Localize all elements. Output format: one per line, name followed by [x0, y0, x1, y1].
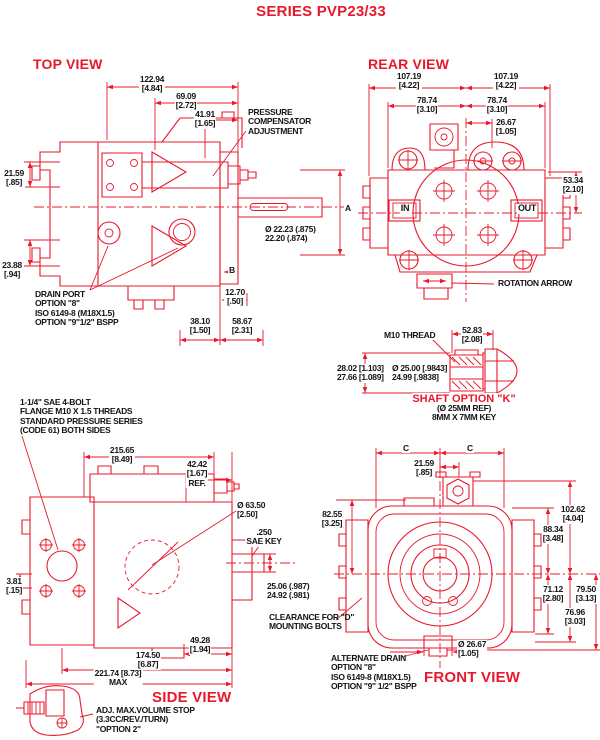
side-view-heading: SIDE VIEW	[152, 689, 232, 706]
front-view-heading: FRONT VIEW	[424, 669, 521, 686]
dim-12-70: 12.70 [.50]	[224, 287, 246, 307]
dim-78-74-left: 78.74 [3.10]	[415, 95, 439, 115]
note-m10-thread: M10 THREAD	[383, 330, 437, 341]
rear-view-drawing	[358, 84, 582, 302]
dim-71-12: 71.12 [2.80]	[541, 584, 565, 604]
dim-122-94: 122.94 [4.84]	[138, 74, 166, 94]
top-view-drawing	[24, 82, 346, 346]
note-alternate-drain: ALTERNATE DRAIN OPTION "8" ISO 6149-8 (M…	[331, 653, 417, 692]
dim-78-74-right: 78.74 [3.10]	[485, 95, 509, 115]
top-view-heading: TOP VIEW	[33, 56, 103, 72]
dim-107-19-right: 107.19 [4.22]	[492, 71, 520, 91]
dim-215-65: 215.65 [8.49]	[108, 445, 136, 465]
dim-102-62: 102.62 [4.04]	[559, 504, 587, 524]
dim-221-74-max: 221.74 [8.73] MAX	[93, 668, 143, 688]
dim-21-59-front: 21.59 [.85]	[413, 458, 435, 478]
note-drain-port: DRAIN PORT OPTION "8" ISO 6149-8 (M18X1.…	[35, 289, 119, 328]
dim-23-88: 23.88 [.94]	[1, 260, 23, 280]
note-25mm-ref: (Ø 25MM REF)	[435, 403, 493, 414]
dim-3-81: 3.81 [.15]	[5, 576, 23, 596]
note-rotation-arrow: ROTATION ARROW	[497, 278, 574, 289]
dim-174-50: 174.50 [6.87]	[134, 650, 162, 670]
dim-82-55: 82.55 [3.25]	[320, 509, 344, 529]
dim-26-67-front: Ø 26.67 [1.05]	[457, 639, 488, 659]
note-8x7-key: 8MM X 7MM KEY	[430, 412, 498, 423]
dim-label-c-left: C	[402, 443, 410, 454]
note-clearance-d-bolts: CLEARANCE FOR "D" MOUNTING BOLTS	[269, 612, 355, 632]
shaft-option-heading: SHAFT OPTION "K"	[412, 393, 516, 405]
dim-shaft-diameter-top: Ø 22.23 (.875) 22.20 (.874)	[264, 224, 317, 244]
dim-25-06: 25.06 (.987) 24.92 (.981)	[266, 581, 311, 601]
dim-107-19-left: 107.19 [4.22]	[395, 71, 423, 91]
port-label-in: IN	[399, 203, 411, 214]
note-pressure-compensator: PRESSURE COMPENSATOR ADJUSTMENT	[248, 107, 311, 136]
dim-26-67-rear: 26.67 [1.05]	[494, 117, 518, 137]
dim-79-50: 79.50 [3.13]	[574, 584, 598, 604]
rear-view-heading: REAR VIEW	[368, 56, 450, 72]
dim-21-59-top: 21.59 [.85]	[3, 168, 25, 188]
note-volume-stop: ADJ. MAX.VOLUME STOP (3.3CC/REV./TURN) "…	[96, 705, 195, 734]
dim-label-b: B	[228, 265, 236, 276]
note-sae-flange: 1-1/4" SAE 4-BOLT FLANGE M10 X 1.5 THREA…	[20, 397, 143, 436]
front-view-drawing	[334, 448, 600, 668]
dim-25-00: Ø 25.00 [.9843] 24.99 [.9838]	[391, 363, 449, 383]
dim-sae-key: .250 SAE KEY	[245, 527, 283, 547]
dim-76-96: 76.96 [3.03]	[563, 607, 587, 627]
dim-38-10: 38.10 [1.50]	[188, 316, 212, 336]
dim-41-91: 41.91 [1.65]	[193, 109, 217, 129]
dim-label-c-right: C	[466, 443, 474, 454]
dim-88-34: 88.34 [3.48]	[541, 524, 565, 544]
dim-63-50: Ø 63.50 [2.50]	[236, 500, 267, 520]
dim-28-02: 28.02 [1.103] 27.66 [1.089]	[336, 363, 385, 383]
port-label-out: OUT	[516, 203, 538, 214]
dim-69-09: 69.09 [2.72]	[174, 91, 198, 111]
dim-42-42-ref: 42.42 [1.67] REF.	[185, 459, 209, 489]
dim-53-34: 53.34 [2.10]	[561, 175, 585, 195]
dim-49-28: 49.28 [1.94]	[188, 635, 212, 655]
dim-58-67: 58.67 [2.31]	[230, 316, 254, 336]
dim-label-a: A	[344, 203, 352, 214]
page-title: SERIES PVP23/33	[256, 3, 386, 20]
dim-52-83: 52.83 [2.08]	[460, 325, 484, 345]
